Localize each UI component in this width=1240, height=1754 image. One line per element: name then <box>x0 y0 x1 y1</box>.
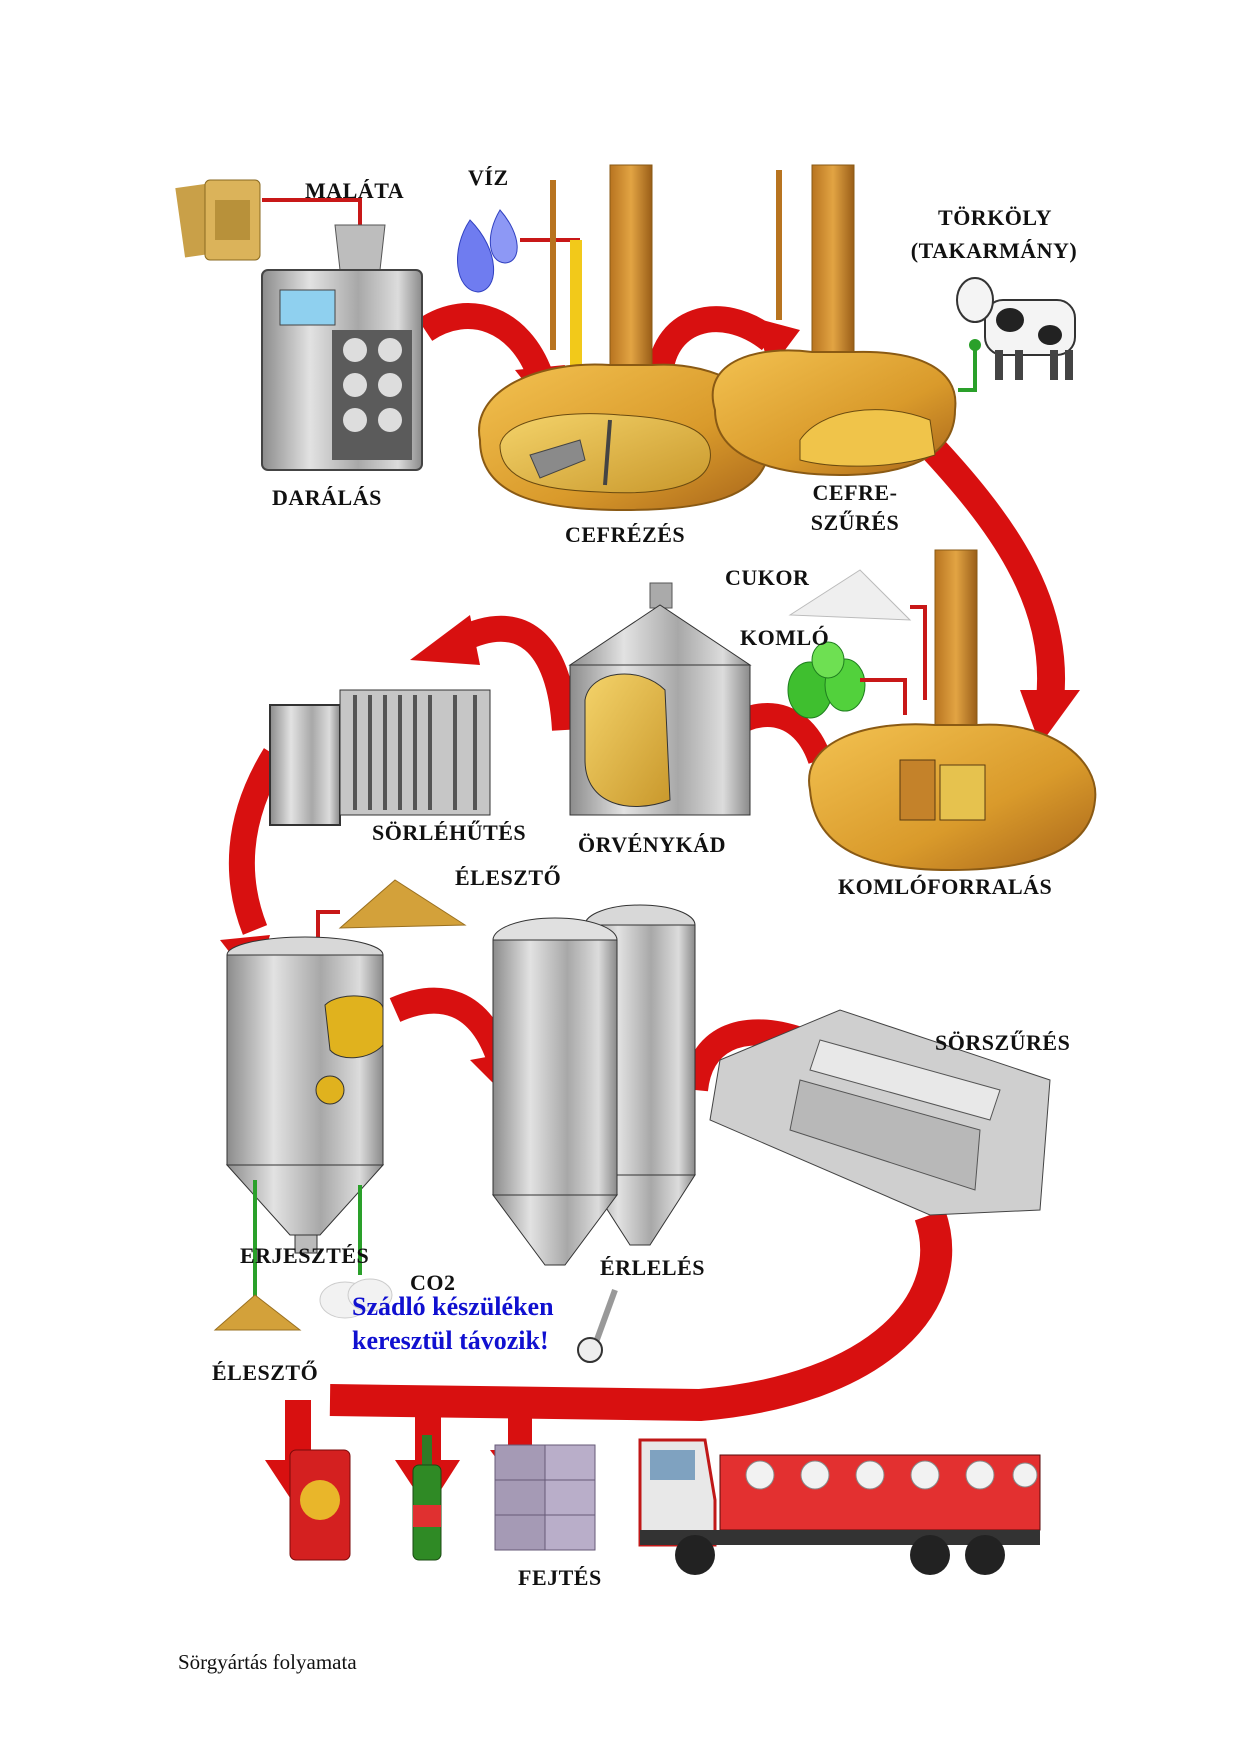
mash-tun-icon <box>478 164 773 512</box>
arrow-lautering-to-boiling <box>914 430 1066 702</box>
arrow-milling-to-mashing <box>417 303 553 380</box>
malt-label: MALÁTA <box>305 178 405 203</box>
pressure-gauge-icon <box>577 1288 618 1363</box>
malt-sack-icon <box>175 179 261 261</box>
yeast-in-label: ÉLESZTŐ <box>455 865 562 890</box>
spent-grain-pipe <box>958 348 977 392</box>
whirlpool-tank-icon <box>568 582 752 816</box>
lauter-tun-icon <box>711 164 957 477</box>
co2-label: CO2 <box>410 1270 456 1295</box>
arrow-whirlpool-to-cooling <box>454 615 578 731</box>
step-label-mashing: CEFRÉZÉS <box>565 522 686 547</box>
arrow-mashing-to-lautering <box>647 306 779 381</box>
mill-machine-icon <box>261 224 423 471</box>
thermometer-rod <box>550 180 556 350</box>
step-label-packaging: FEJTÉS <box>518 1565 602 1590</box>
yeast-pile-icon <box>338 879 467 929</box>
water-pipe-yellow <box>570 240 582 375</box>
figure-caption: Sörgyártás folyamata <box>178 1650 357 1674</box>
beer-bottle-icon <box>412 1435 442 1561</box>
step-label-lautering-2: SZŰRÉS <box>810 510 900 535</box>
wort-cooler-icon <box>269 689 491 826</box>
yeast-out-label: ÉLESZTŐ <box>212 1360 319 1385</box>
co2-cloud-icon <box>319 1278 393 1319</box>
step-label-cooling: SÖRLÉHŰTÉS <box>372 820 527 845</box>
step-label-boiling: KOMLÓFORRALÁS <box>838 874 1053 899</box>
hops-icon <box>787 641 866 719</box>
brew-kettle-icon <box>808 549 1097 872</box>
step-label-fermentation: ERJESZTÉS <box>240 1243 370 1268</box>
beer-filter-icon <box>709 1009 1051 1216</box>
sugar-pipe <box>910 605 927 700</box>
beer-can-icon <box>289 1449 351 1561</box>
arrow-filtration-to-packaging <box>329 1209 953 1422</box>
step-label-maturation: ÉRLELÉS <box>600 1255 705 1280</box>
spent-grain-pipe-end <box>969 339 981 351</box>
step-label-milling: DARÁLÁS <box>272 485 382 510</box>
cow-icon <box>956 277 1076 380</box>
hops-label: KOMLÓ <box>740 625 830 650</box>
yeast-out-pile-icon <box>213 1294 302 1331</box>
spent-grain-label: TÖRKÖLY <box>938 205 1052 230</box>
yeast-pipe <box>316 910 340 945</box>
step-label-filtration: SÖRSZŰRÉS <box>935 1030 1071 1055</box>
arrow-fermentation-to-maturation <box>389 987 513 1065</box>
malt-pipe <box>262 198 362 225</box>
co2-note-line1: Szádló készüléken <box>352 1292 554 1321</box>
step-label-lautering-1: CEFRE- <box>812 480 898 505</box>
maturation-tanks-icon <box>492 904 696 1266</box>
water-drops-icon <box>457 209 518 293</box>
co2-note-line2: keresztül távozik! <box>352 1326 549 1355</box>
step-label-whirlpool: ÖRVÉNYKÁD <box>578 832 726 857</box>
hops-pipe <box>860 678 907 715</box>
arrow-cooling-to-fermentation <box>228 748 287 935</box>
water-label: VÍZ <box>468 165 509 190</box>
keg-icon <box>494 1444 596 1551</box>
sugar-pile-icon <box>788 569 912 621</box>
fermentation-tank-icon <box>225 936 385 1254</box>
tanker-truck-icon <box>638 1438 1041 1575</box>
spent-grain-use-label: (TAKARMÁNY) <box>910 238 1078 263</box>
sugar-label: CUKOR <box>725 565 810 590</box>
arrowhead-cooling <box>410 615 480 665</box>
